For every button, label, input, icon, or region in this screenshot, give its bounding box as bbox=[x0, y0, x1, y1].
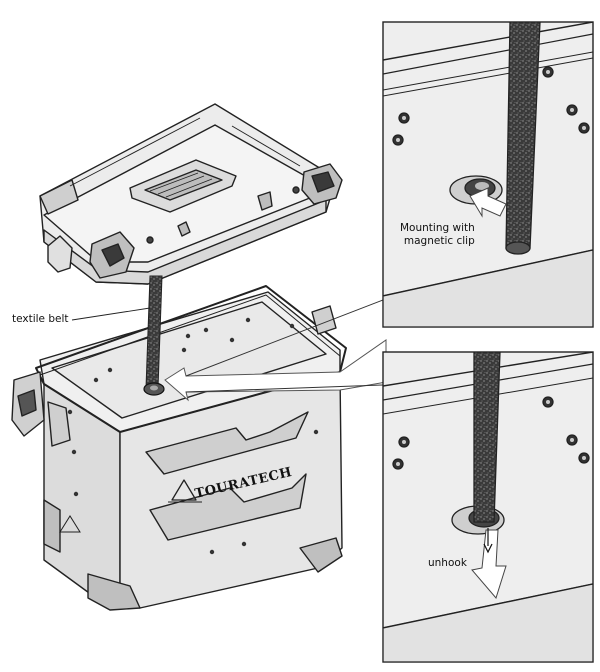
label-mounting-line1: Mounting with bbox=[400, 222, 475, 234]
textile-belt bbox=[143, 275, 165, 396]
detail-connector bbox=[185, 299, 384, 393]
pannier-box bbox=[11, 285, 347, 611]
lid bbox=[39, 103, 343, 285]
label-mounting-line2: magnetic clip bbox=[403, 235, 475, 247]
detail-panel-mounting bbox=[382, 21, 594, 328]
detail-panel-unhook bbox=[382, 351, 594, 663]
label-unhook: unhook bbox=[428, 557, 467, 569]
label-mounting: Mounting with magnetic clip bbox=[400, 222, 475, 248]
label-textile-belt: textile belt bbox=[12, 313, 69, 325]
belt-leader-line bbox=[71, 307, 151, 321]
